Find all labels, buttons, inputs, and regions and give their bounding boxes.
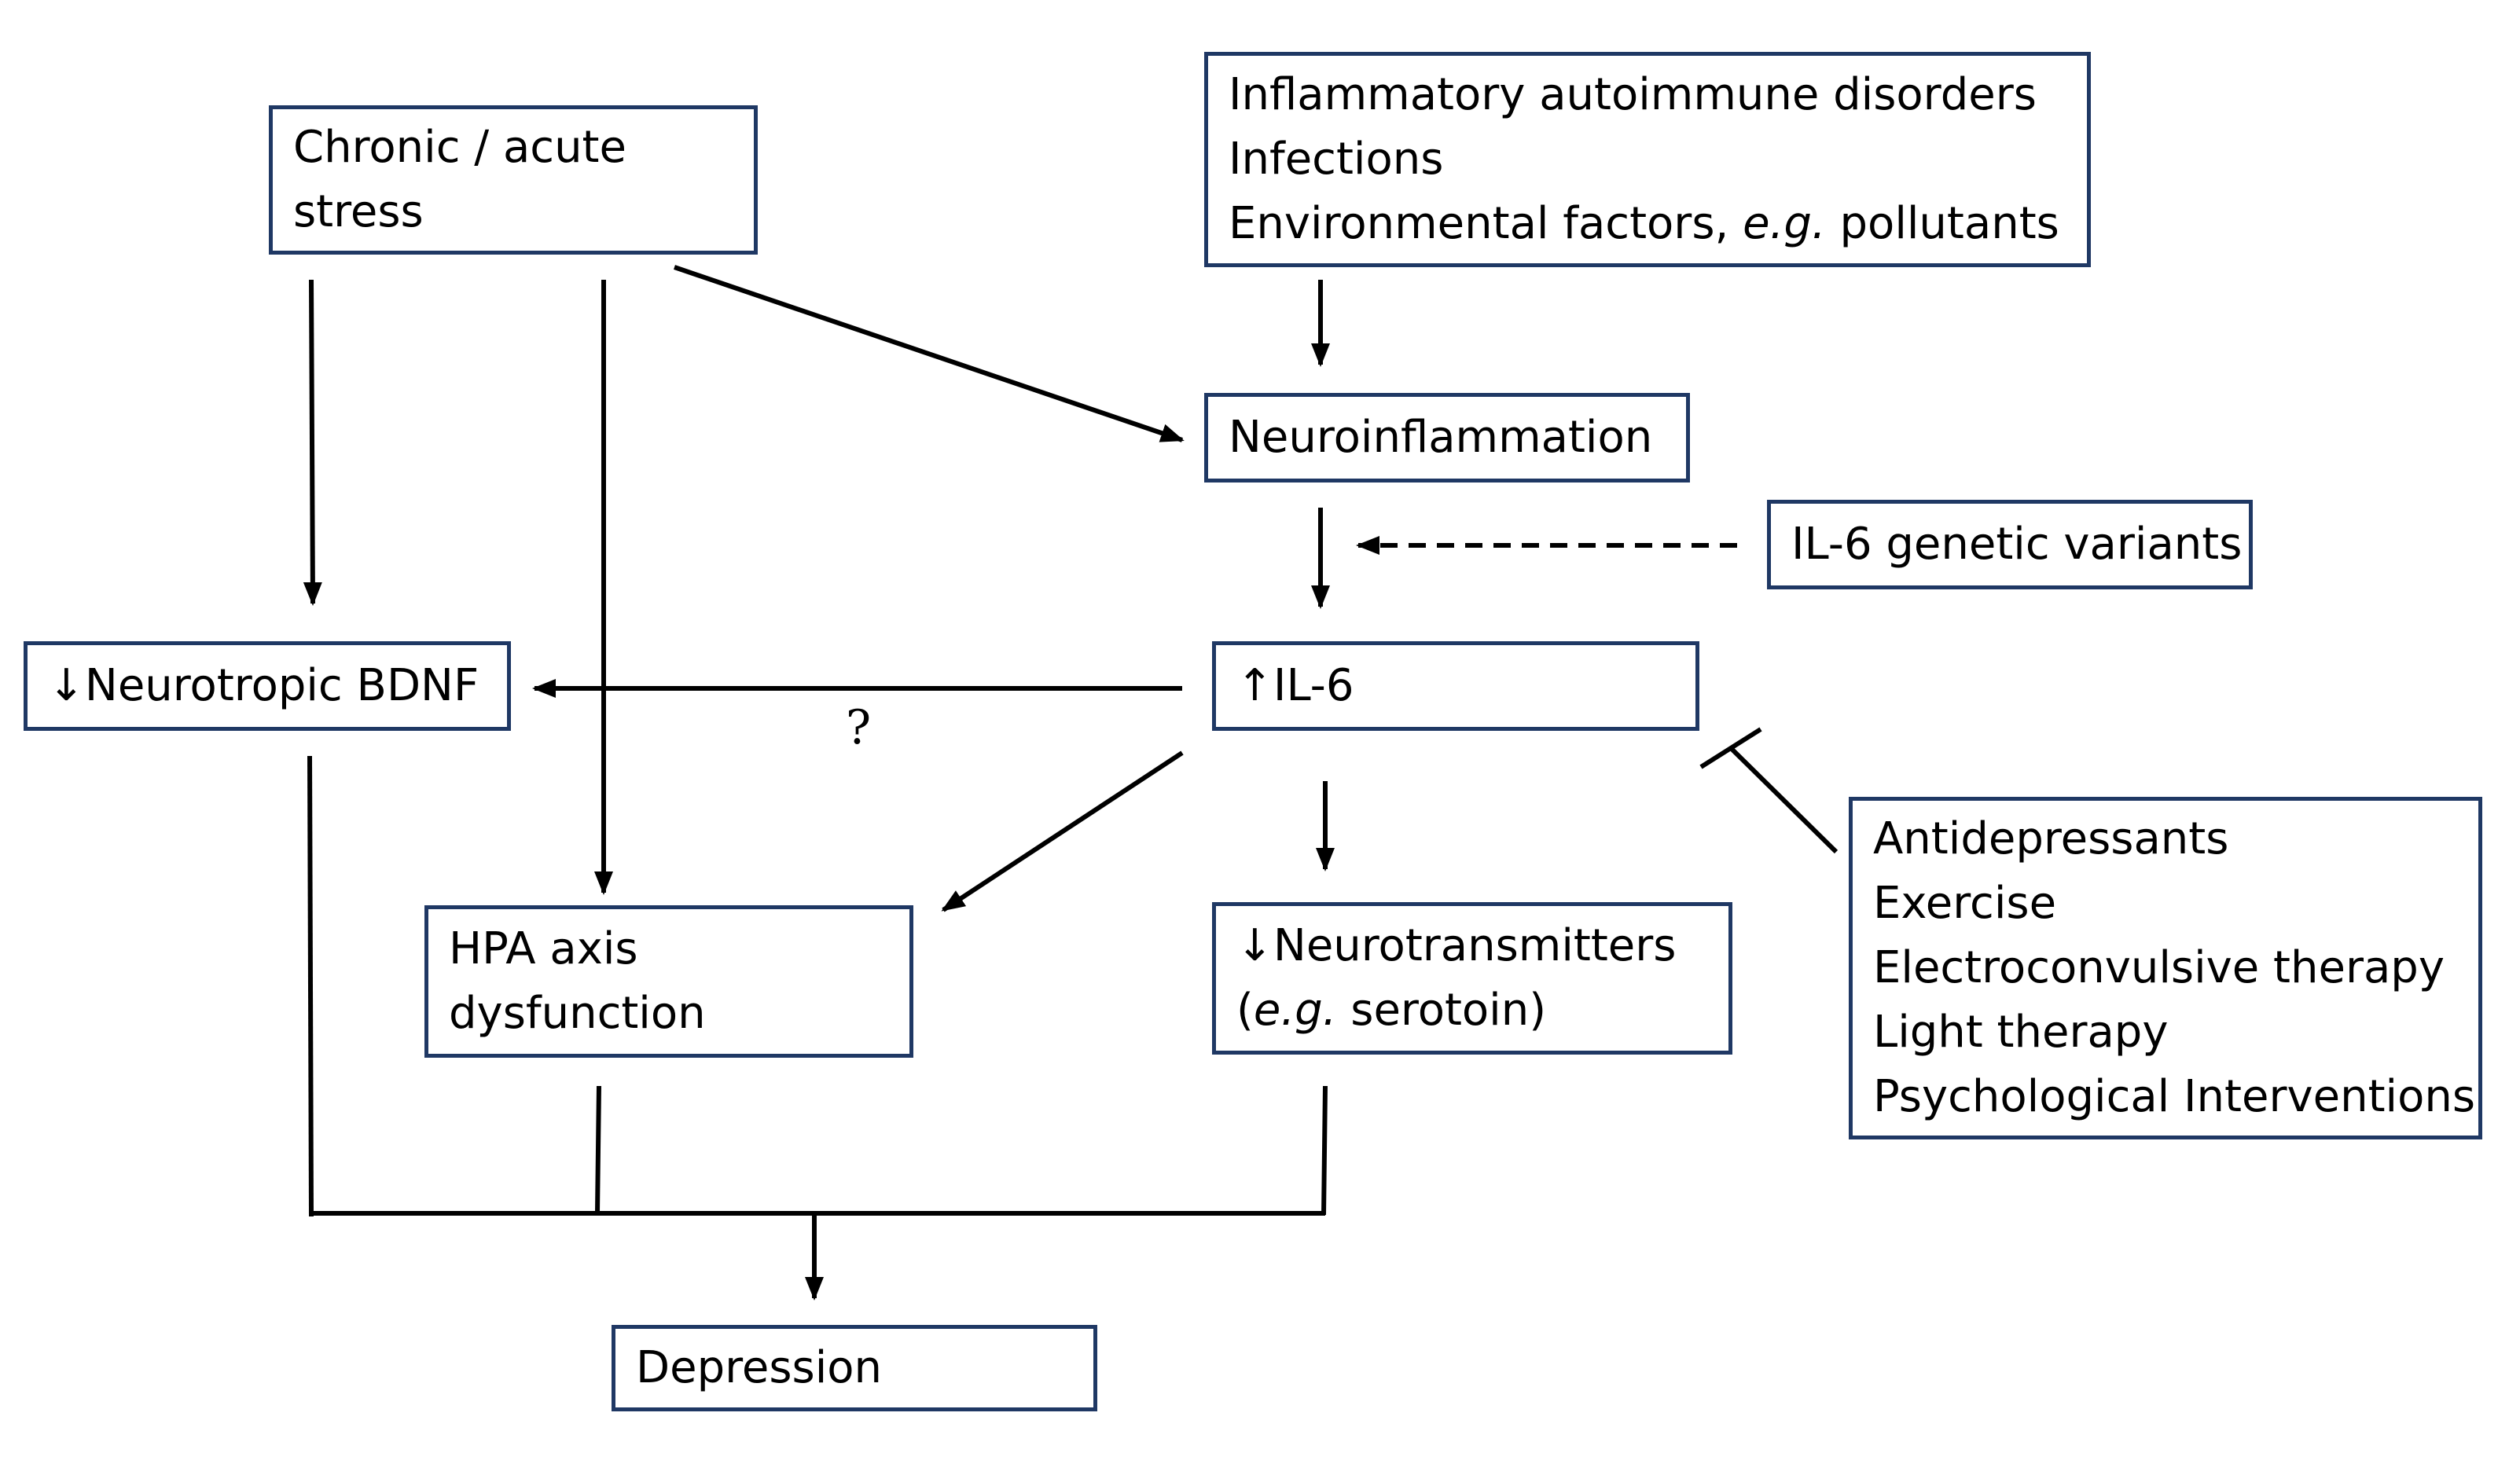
environmental-prefix: Environmental factors,	[1229, 198, 1743, 249]
edge-treatments-inhibit-il6	[1728, 746, 1839, 854]
neurotransmitters-example: (e.g. serotoin)	[1236, 978, 1708, 1043]
example-eg: e.g.	[1253, 985, 1337, 1036]
risk-factor-autoimmune: Inflammatory autoimmune disorders	[1229, 69, 2037, 120]
il6-label: ↑IL-6	[1236, 660, 1354, 711]
edge-inhibit-bar	[1699, 727, 1762, 769]
environmental-suffix: pollutants	[1825, 198, 2059, 249]
stress-label-line-1: Chronic / acute	[293, 122, 626, 173]
edge-hpa-down	[595, 1085, 601, 1214]
risk-factor-environmental: Environmental factors, e.g. pollutants	[1229, 192, 2066, 256]
uncertain-link-question-mark: ?	[846, 700, 872, 755]
bdnf-box: ↓Neurotropic BDNF	[24, 641, 511, 731]
depression-label: Depression	[636, 1342, 883, 1393]
example-open-paren: (	[1236, 985, 1254, 1036]
hpa-label-line-1: HPA axis	[449, 923, 638, 974]
neuroinflammation-box: Neuroinflammation	[1204, 393, 1690, 482]
edge-il6-to-hpa	[941, 750, 1184, 912]
neuroinflammation-label: Neuroinflammation	[1229, 412, 1653, 463]
treatment-item: Psychological Interventions	[1873, 1071, 2476, 1122]
environmental-eg: e.g.	[1743, 198, 1826, 249]
risk-factor-infections: Infections	[1229, 134, 1444, 185]
treatment-item: Antidepressants	[1873, 813, 2229, 864]
edge-bdnf-down	[307, 755, 314, 1217]
hpa-label-line-2: dysfunction	[449, 988, 706, 1039]
depression-box: Depression	[612, 1325, 1097, 1411]
stress-box: Chronic / acute stress	[269, 105, 758, 255]
example-serotonin: serotoin)	[1336, 985, 1547, 1036]
treatment-item: Exercise	[1873, 878, 2057, 929]
edge-neurotransmitters-down	[1321, 1085, 1328, 1216]
neurotransmitters-box: ↓Neurotransmitters (e.g. serotoin)	[1212, 902, 1732, 1055]
treatment-item: Light therapy	[1873, 1007, 2169, 1058]
neurotransmitters-label: ↓Neurotransmitters	[1236, 920, 1677, 971]
treatments-box: Antidepressants Exercise Electroconvulsi…	[1849, 797, 2482, 1139]
treatment-item: Electroconvulsive therapy	[1873, 942, 2445, 993]
bdnf-label: ↓Neurotropic BDNF	[48, 660, 479, 711]
edge-stress-to-bdnf	[303, 279, 322, 606]
risk-factors-box: Inflammatory autoimmune disorders Infect…	[1204, 52, 2091, 267]
il6-box: ↑IL-6	[1212, 641, 1699, 731]
il6-genetic-variants-label: IL-6 genetic variants	[1791, 519, 2243, 570]
il6-genetic-variants-box: IL-6 genetic variants	[1767, 500, 2253, 589]
stress-label-line-2: stress	[293, 186, 424, 237]
hpa-axis-box: HPA axis dysfunction	[424, 905, 913, 1058]
edge-stress-to-neuroinflammation	[674, 265, 1185, 442]
